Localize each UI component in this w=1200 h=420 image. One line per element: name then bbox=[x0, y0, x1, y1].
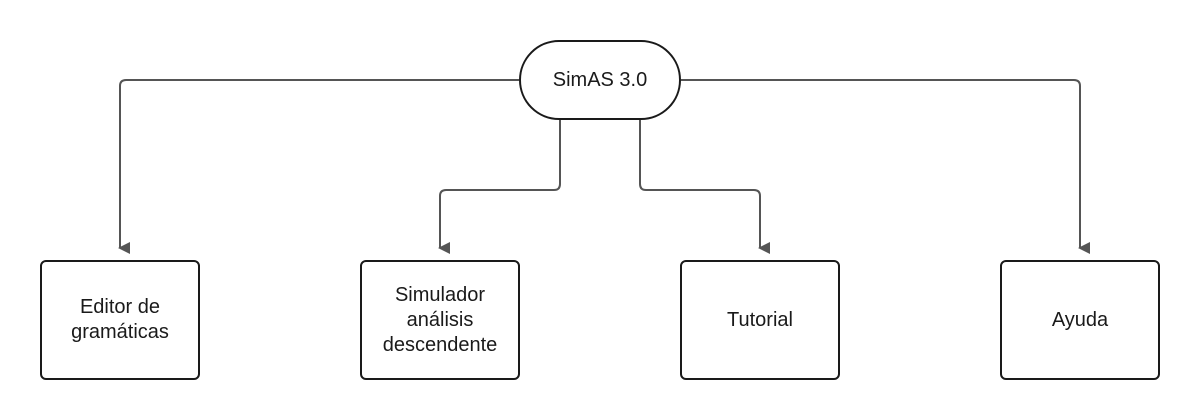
node-label-ayuda: Ayuda bbox=[1051, 308, 1109, 331]
connector-root-to-editor bbox=[118, 79, 519, 254]
connector-root-to-ayuda bbox=[681, 79, 1090, 254]
connector-root-to-tutorial bbox=[639, 120, 770, 254]
root-node-simas: SimAS 3.0 bbox=[519, 40, 681, 120]
connector-root-to-simulador bbox=[438, 120, 561, 254]
node-tutorial: Tutorial bbox=[680, 260, 840, 380]
node-label-editor: Editor de gramáticas bbox=[71, 296, 169, 343]
root-node-label: SimAS 3.0 bbox=[552, 68, 648, 91]
node-editor-de-gramaticas: Editor de gramáticas bbox=[40, 260, 200, 380]
node-ayuda: Ayuda bbox=[1000, 260, 1160, 380]
node-simulador-analisis-descendente: Simulador análisis descendente bbox=[360, 260, 520, 380]
node-label-tutorial: Tutorial bbox=[727, 308, 793, 331]
node-label-simulador: Simulador análisis descendente bbox=[382, 283, 498, 356]
